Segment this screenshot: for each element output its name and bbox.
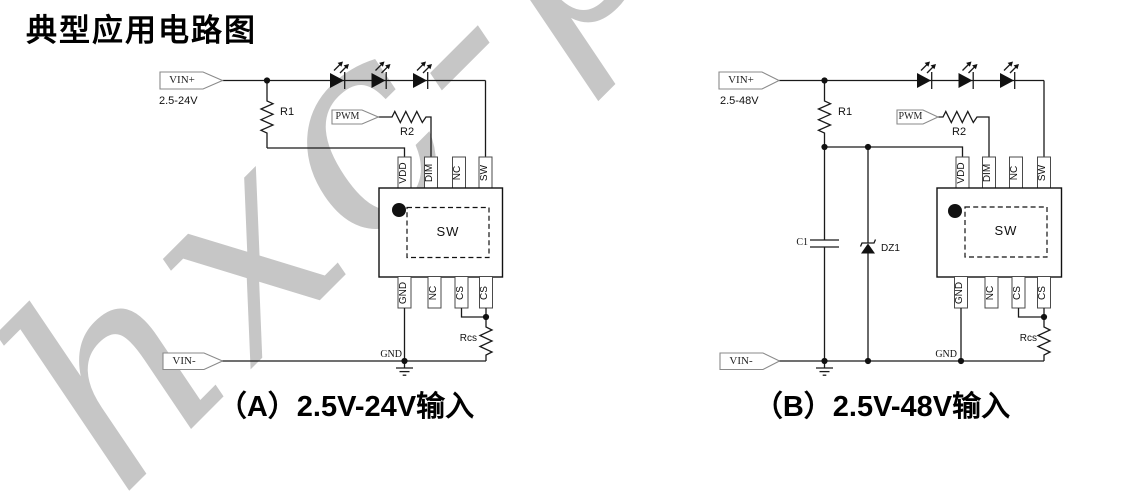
pin-label-vdd: VDD	[955, 162, 967, 184]
vdd-wire	[267, 147, 406, 157]
vin-plus-label: VIN+	[169, 74, 195, 86]
resistor-r1-symbol	[816, 80, 833, 147]
pin-box-nc-bottom	[427, 276, 442, 309]
cs-link-wire	[1017, 308, 1044, 318]
chip-label: SW	[436, 224, 460, 239]
r2-label: R2	[400, 126, 415, 138]
vin-minus-label: VIN-	[172, 355, 196, 367]
pin-label-cs1: CS	[1011, 286, 1023, 300]
zener-bar	[859, 239, 877, 247]
caption-a: （A）2.5V-24V输入	[217, 391, 475, 423]
resistor-rcs-symbol	[478, 308, 494, 361]
junction-dot	[263, 77, 271, 84]
gnd-net-label: GND	[380, 349, 402, 360]
dz1-label: DZ1	[881, 243, 900, 254]
pin-label-nc-bottom: NC	[427, 285, 439, 301]
pin-label-cs1: CS	[454, 286, 466, 300]
junction-dot	[821, 77, 828, 84]
vin-minus-port	[162, 352, 224, 371]
resistor-r1-symbol	[259, 80, 275, 148]
zener-diode-symbol	[861, 243, 875, 254]
junction-dot	[864, 357, 872, 365]
rcs-label: Rcs	[1019, 333, 1037, 344]
r1-label: R1	[838, 106, 853, 118]
vin-plus-port	[159, 71, 224, 90]
junction-dot	[864, 143, 872, 151]
r2-label: R2	[952, 126, 967, 138]
pin-label-sw: SW	[1037, 164, 1048, 182]
pwm-label: PWM	[898, 111, 923, 122]
resistor-rcs-symbol	[1036, 308, 1052, 361]
vin-plus-label: VIN+	[728, 74, 754, 86]
pin-label-sw: SW	[478, 164, 490, 182]
junction-dot	[401, 357, 408, 365]
pin1-marker	[392, 203, 406, 217]
gnd-net-label: GND	[935, 349, 957, 360]
page-title: 典型应用电路图	[26, 13, 257, 48]
pin-label-dim: DIM	[982, 163, 993, 183]
r1-label: R1	[280, 106, 295, 118]
pin-label-cs2: CS	[479, 286, 490, 300]
circuit-a	[159, 60, 504, 376]
pin-label-gnd: GND	[397, 281, 409, 305]
input-range-label: 2.5-24V	[159, 95, 198, 107]
pin-label-nc-bottom: NC	[984, 285, 996, 301]
pwm-label: PWM	[335, 111, 360, 122]
led-icon	[916, 60, 937, 90]
junction-dot	[821, 357, 828, 365]
input-range-label: 2.5-48V	[720, 95, 759, 107]
led-icon	[999, 60, 1020, 90]
pwm-port	[896, 109, 940, 125]
caption-b: （B）2.5V-48V输入	[753, 391, 1011, 423]
pin-label-vdd: VDD	[397, 162, 409, 184]
resistor-r2-symbol	[378, 110, 432, 157]
junction-dot	[1040, 313, 1048, 321]
pin-label-nc-top: NC	[1009, 165, 1020, 181]
rcs-label: Rcs	[459, 333, 477, 344]
pin-label-gnd: GND	[954, 281, 965, 305]
pwm-port	[331, 109, 380, 125]
resistor-r2-symbol	[938, 110, 990, 157]
junction-dot	[821, 143, 828, 151]
die-outline	[406, 206, 490, 259]
vin-plus-port	[718, 71, 781, 90]
cs-link-wire	[460, 308, 486, 318]
pin-box-nc-bottom	[984, 276, 999, 309]
vin-minus-label: VIN-	[729, 355, 753, 367]
pin1-marker	[948, 204, 962, 218]
junction-dot	[957, 357, 965, 365]
pin-label-cs2: CS	[1037, 286, 1048, 300]
ic-package	[936, 187, 1063, 278]
die-outline	[964, 206, 1048, 258]
ic-package	[378, 187, 504, 278]
pin-label-dim: DIM	[424, 163, 435, 183]
c1-label: C1	[796, 237, 808, 248]
pin-label-nc-top: NC	[452, 165, 463, 181]
led-icon	[957, 60, 979, 90]
circuit-b	[718, 60, 1063, 376]
chip-label: SW	[994, 223, 1018, 238]
vdd-wire	[824, 146, 964, 157]
junction-dot	[482, 313, 490, 321]
vin-minus-port	[719, 352, 781, 371]
